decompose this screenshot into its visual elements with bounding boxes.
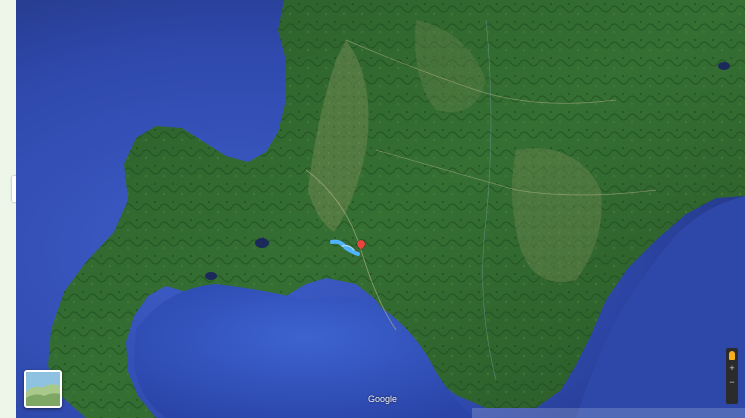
satellite-map[interactable]: Google + − xyxy=(16,0,745,418)
side-panel-edge xyxy=(0,0,16,418)
plus-icon[interactable]: + xyxy=(729,363,735,373)
pegman-icon[interactable] xyxy=(729,351,735,360)
road-line xyxy=(305,169,397,331)
layer-switcher[interactable] xyxy=(24,370,62,408)
map-controls: + − xyxy=(726,348,738,404)
tokachi-plain xyxy=(512,148,602,282)
route-path[interactable] xyxy=(330,239,360,256)
lake-east xyxy=(718,62,730,70)
road-line xyxy=(375,149,657,196)
terrain-thumbnail-icon xyxy=(26,372,60,406)
lake-toya xyxy=(205,272,217,280)
ishikari-plain xyxy=(308,40,369,232)
route-highlight xyxy=(341,244,355,251)
map-imagery xyxy=(16,0,745,418)
uchiura-bay xyxy=(134,284,476,418)
northern-valley xyxy=(415,20,486,112)
road-line xyxy=(345,39,617,104)
pacific-ocean xyxy=(576,196,745,418)
google-logo: Google xyxy=(368,394,398,404)
minus-icon[interactable]: − xyxy=(729,377,735,387)
river-line xyxy=(482,19,497,381)
attribution-bar xyxy=(472,408,745,418)
lake-shikotsu xyxy=(255,238,269,248)
